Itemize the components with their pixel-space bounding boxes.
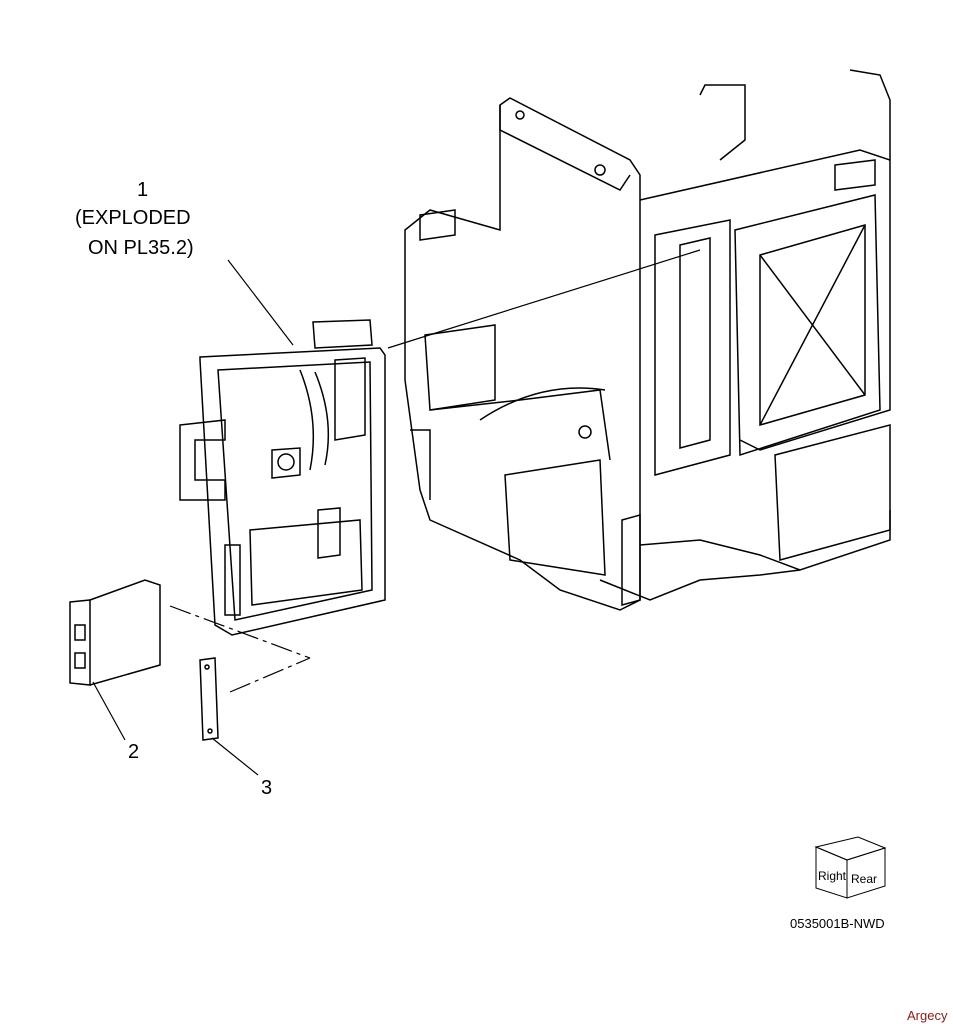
callout-2-number: 2 [128,741,140,763]
cube-right-label: Right [818,869,847,883]
printer-frame [404,69,891,611]
orientation-cube: Right Rear [814,836,887,899]
callout-1-exploded: (EXPLODED [75,207,191,229]
figure-id: 0535001B-NWD [790,916,885,931]
callout-1-reference: ON PL35.2) [88,237,194,259]
watermark: Argecy [907,1008,948,1023]
cube-rear-label: Rear [851,872,877,886]
leader-lines [92,249,701,776]
blank-plate [199,657,219,741]
callout-3-number: 3 [261,777,273,799]
interface-card [69,579,161,686]
callout-1-number: 1 [137,179,149,201]
controller-module [179,319,386,636]
